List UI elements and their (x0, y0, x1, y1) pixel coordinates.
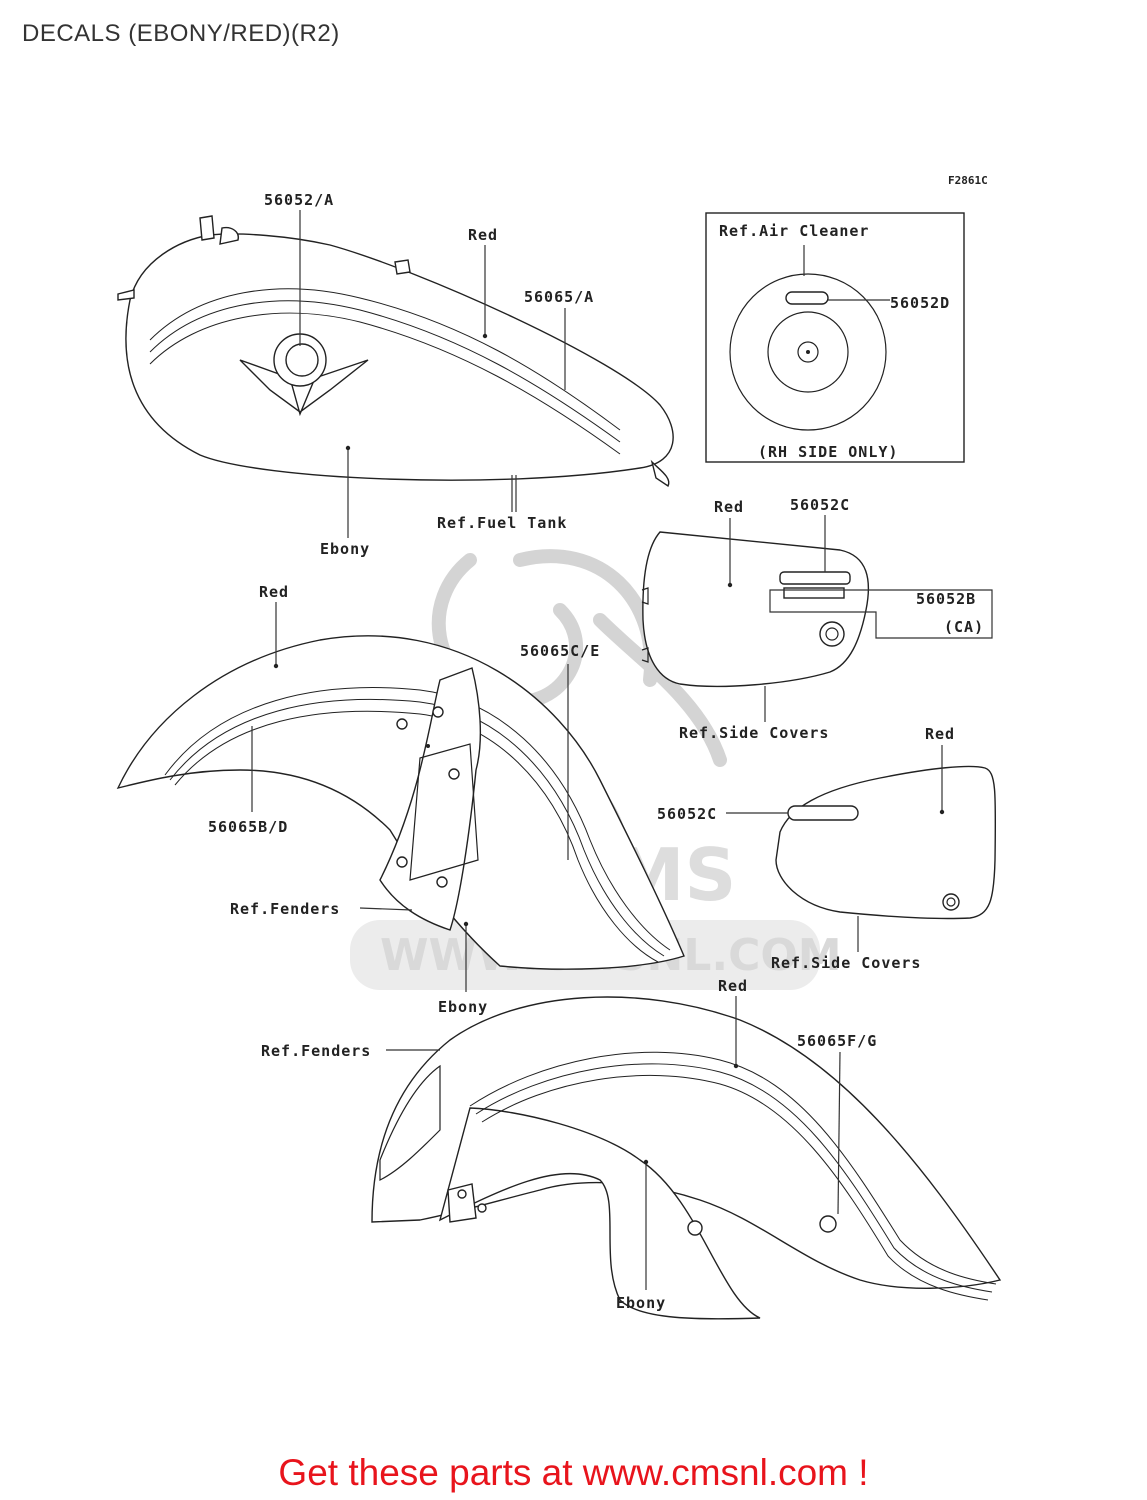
label-sidecover-red: Red (714, 498, 744, 516)
leader-56052b (769, 589, 993, 639)
label-sidecover2-red: Red (925, 725, 955, 743)
air-cleaner-box (705, 212, 965, 463)
label-rearfender-ebony: Ebony (616, 1294, 666, 1312)
page-title: DECALS (EBONY/RED)(R2) (22, 20, 340, 47)
label-ref-air-cleaner: Ref.Air Cleaner (719, 222, 869, 240)
label-56065a: 56065/A (524, 288, 594, 306)
label-ref-fenders-1: Ref.Fenders (230, 900, 340, 918)
label-56052c-top: 56052C (790, 496, 850, 514)
label-tank-ebony: Ebony (320, 540, 370, 558)
label-56052a: 56052/A (264, 191, 334, 209)
label-frontfender-red: Red (259, 583, 289, 601)
parts-diagram: CMS WWW.CMSNL.COM F2861C 56052/A Red 560… (116, 174, 1002, 1320)
label-56065fg: 56065F/G (797, 1032, 877, 1050)
label-ref-fuel-tank: Ref.Fuel Tank (437, 514, 567, 532)
label-56052d: 56052D (890, 294, 950, 312)
label-56065ce: 56065C/E (520, 642, 600, 660)
fuel-tank (117, 215, 674, 488)
label-ref-fenders-2: Ref.Fenders (261, 1042, 371, 1060)
footer-link[interactable]: Get these parts at www.cmsnl.com ! (278, 1452, 869, 1493)
label-tank-red: Red (468, 226, 498, 244)
label-frontfender-ebony: Ebony (438, 998, 488, 1016)
label-ca: (CA) (944, 618, 984, 636)
label-56052c-mid: 56052C (657, 805, 717, 823)
label-ref-side-covers-1: Ref.Side Covers (679, 724, 829, 742)
leader-56065fg (837, 1051, 841, 1215)
label-rh-side-only: (RH SIDE ONLY) (758, 443, 898, 461)
label-ref-side-covers-2: Ref.Side Covers (771, 954, 921, 972)
rear-fender (371, 996, 1002, 1320)
label-rearfender-red: Red (718, 977, 748, 995)
front-fender (116, 635, 685, 970)
side-cover-upper (641, 531, 870, 688)
label-56065bd: 56065B/D (208, 818, 288, 836)
figure-code: F2861C (948, 174, 988, 187)
label-56052b: 56052B (916, 590, 976, 608)
side-cover-lower (775, 765, 997, 920)
